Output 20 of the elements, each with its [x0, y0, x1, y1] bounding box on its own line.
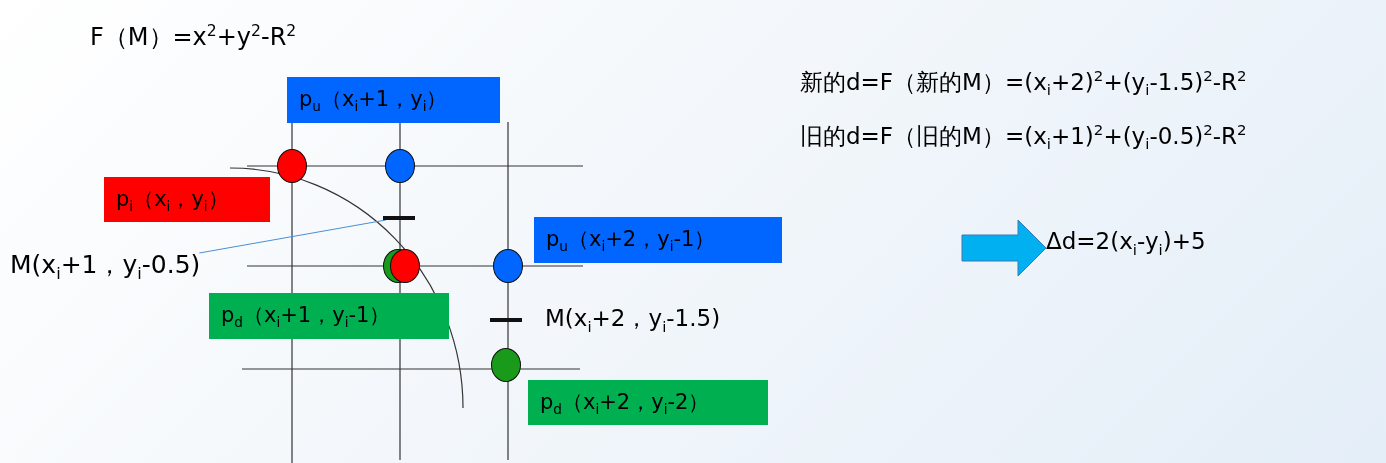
grid-point — [491, 348, 521, 382]
midpoint-label: M(x$_{i}$+1，y$_{i}$-0.5) — [10, 250, 201, 284]
grid-point — [493, 249, 523, 283]
point-label: p$_{d}$（x$_{i}$+1，y$_{i}$-1） — [209, 293, 449, 339]
midpoint-mark — [383, 216, 415, 220]
grid-point — [390, 249, 420, 283]
point-label: p$_{u}$（x$_{i}$+1，y$_{i}$） — [287, 77, 500, 123]
point-label: p$_{d}$（x$_{i}$+2，y$_{i}$-2） — [528, 380, 768, 425]
formula-text: Δd=2(x$_{i}$-y$_{i}$)+5 — [1046, 228, 1266, 268]
point-label: p$_{i}$（x$_{i}$，y$_{i}$） — [104, 177, 270, 222]
leader-line — [198, 219, 387, 254]
point-label: p$_{u}$（x$_{i}$+2，y$_{i}$-1） — [534, 217, 782, 263]
formula-text: 新的d=F（新的M）=(x$_{i}$+2)$^{2}$+(y$_{i}$-1.5)$^{2}$-R$^{2}$ — [800, 68, 1247, 101]
formula-text: 旧的d=F（旧的M）=(x$_{i}$+1)$^{2}$+(y$_{i}$-0.5)$^{2}$-R$^{2}$ — [800, 122, 1247, 155]
grid-point — [277, 149, 307, 183]
grid-point — [385, 149, 415, 183]
block-arrow — [961, 219, 1047, 277]
formula-text: F（M）=x$^{2}$+y$^{2}$-R$^{2}$ — [90, 22, 297, 52]
midpoint-mark — [490, 318, 522, 322]
midpoint-label: M(x$_{i}$+2，y$_{i}$-1.5) — [545, 305, 721, 337]
